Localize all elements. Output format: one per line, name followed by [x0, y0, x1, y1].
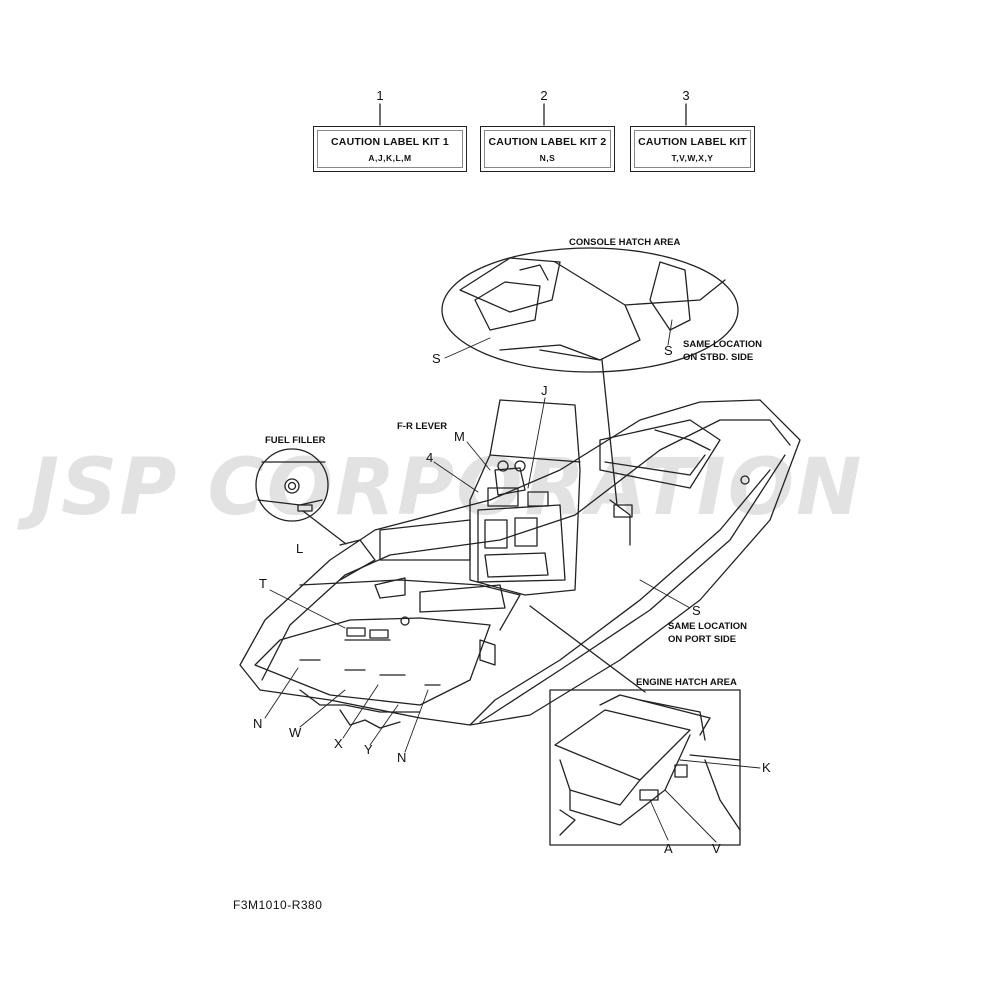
bow-deck	[599, 419, 750, 546]
callout-s-left: S	[432, 351, 441, 366]
callout-n-left: N	[253, 716, 263, 731]
fuel-filler-leader	[302, 510, 347, 545]
fr-lever-label: F-R LEVER	[397, 421, 448, 432]
callout-t: T	[259, 576, 267, 591]
callout-4: 4	[426, 450, 434, 465]
engine-hatch-area-label: ENGINE HATCH AREA	[636, 677, 737, 688]
stern-deck	[339, 519, 496, 666]
engine-hatch-leader	[529, 605, 646, 693]
kit-3-label: CAUTION LABEL KIT T,V,W,X,Y	[630, 126, 755, 172]
figure-code: F3M1010-R380	[233, 898, 323, 912]
port-side-note-line2: ON PORT SIDE	[668, 634, 737, 645]
boat-hull	[239, 399, 801, 729]
callout-l: L	[296, 541, 304, 556]
callout-j: J	[541, 383, 548, 398]
port-side-note-line1: SAME LOCATION	[668, 621, 747, 632]
callout-v: V	[712, 841, 721, 856]
console-inset-leader	[601, 359, 618, 506]
boat-console	[469, 399, 581, 596]
kit-1-number: 1	[376, 88, 384, 103]
callout-n-right: N	[397, 750, 407, 765]
console-hatch-area-label: CONSOLE HATCH AREA	[569, 237, 681, 248]
callout-m: M	[454, 429, 465, 444]
callout-a: A	[664, 841, 673, 856]
stbd-side-note-line1: SAME LOCATION	[683, 339, 762, 350]
callout-k: K	[762, 760, 771, 775]
callout-x: X	[334, 736, 343, 751]
kit-3-number: 3	[682, 88, 690, 103]
console-hatch-inset	[441, 247, 739, 373]
watermark-text: JSP CORPORATION	[30, 443, 864, 533]
kit-2-number: 2	[540, 88, 548, 103]
engine-hatch-inset	[549, 689, 741, 846]
callout-y: Y	[364, 742, 373, 757]
callout-leaders	[264, 319, 761, 843]
fuel-filler-label: FUEL FILLER	[265, 435, 326, 446]
callout-s-port: S	[692, 603, 701, 618]
callout-w: W	[289, 725, 302, 740]
callout-s-right: S	[664, 343, 673, 358]
fuel-filler-inset	[255, 448, 329, 522]
kit-1-label: CAUTION LABEL KIT 1 A,J,K,L,M	[313, 126, 467, 172]
kit-2-label: CAUTION LABEL KIT 2 N,S	[480, 126, 615, 172]
stbd-side-note-line2: ON STBD. SIDE	[683, 352, 754, 363]
